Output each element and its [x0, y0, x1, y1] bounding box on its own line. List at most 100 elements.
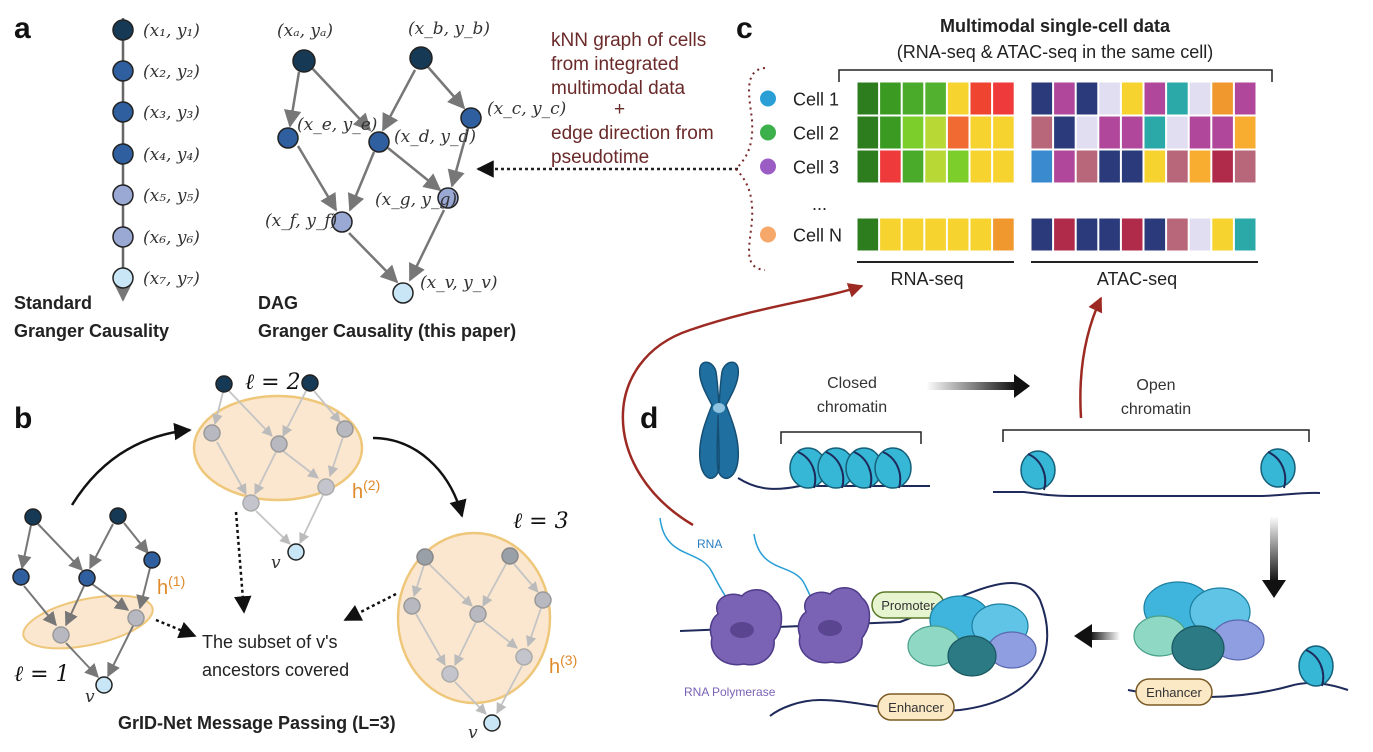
pointer-from-h2	[234, 511, 252, 614]
closed-chromatin-line-1: Closed	[827, 375, 877, 392]
open-nucleosome-right	[1260, 448, 1296, 489]
atac-cell-block	[1211, 115, 1234, 150]
atac-cell-block	[1053, 115, 1076, 150]
panel-b: b h(1) ℓ =	[12, 370, 577, 743]
knn-note-line-1: kNN graph of cells	[551, 30, 706, 51]
rna-cell-block	[879, 81, 902, 116]
rna-cell-block	[992, 149, 1015, 184]
rna-cell-block	[924, 81, 947, 116]
atac-cell-block	[1030, 217, 1054, 252]
rna-cell-block	[901, 217, 925, 252]
rna-cell-block	[856, 149, 880, 184]
atac-cell-block	[1120, 81, 1144, 116]
bound-nucleosome	[1298, 645, 1334, 687]
layer-1-graph: h(1) ℓ = 1 v	[12, 507, 185, 707]
l3-v-label: v	[468, 723, 478, 743]
h3-label: h(3)	[549, 652, 577, 678]
promoter-tag: Promoter	[871, 591, 945, 619]
l1-node-e	[12, 568, 30, 586]
atac-cell-block	[1053, 81, 1076, 116]
promoter-label: Promoter	[881, 598, 935, 613]
rna-cell-block	[946, 217, 970, 252]
h1-label: h(1)	[157, 573, 185, 599]
open-chromatin-line-1: Open	[1136, 377, 1175, 394]
atac-cell-block	[1143, 149, 1167, 184]
atac-cell-block	[1075, 81, 1099, 116]
rna-cell-block	[879, 115, 902, 150]
cell-label: Cell 3	[793, 158, 839, 178]
enhancer-tag-right: Enhancer	[1135, 678, 1213, 706]
dag-node-f	[331, 211, 353, 233]
open-to-atacseq-arrow	[1079, 296, 1103, 419]
atac-cell-block	[1098, 217, 1121, 252]
closed-bracket	[780, 431, 922, 444]
rna-cell-block	[992, 217, 1015, 252]
atac-cell-block	[1211, 81, 1234, 116]
cell-dot-icon	[758, 122, 778, 143]
chain-node-7	[112, 267, 134, 289]
atac-cell-block	[1143, 217, 1167, 252]
atac-cell-block	[1188, 115, 1212, 150]
dag-caption-line-1: DAG	[258, 293, 298, 313]
chain-node-6	[112, 226, 134, 248]
atac-cell-block	[1188, 81, 1212, 116]
atac-cell-block	[1166, 115, 1189, 150]
layer-1-label: ℓ = 1	[14, 662, 70, 687]
rna-cell-block	[901, 149, 925, 184]
rna-polymerase-label: RNA Polymerase	[684, 685, 776, 699]
cells-top-bracket	[838, 69, 1273, 82]
l2-node-f	[242, 494, 260, 512]
enhancer-right-label: Enhancer	[1146, 685, 1202, 700]
l3-node-g	[515, 648, 533, 666]
l2-node-g	[317, 478, 335, 496]
layer-2-graph: ℓ = 2 h(2) v	[192, 370, 380, 573]
rna-cell-block	[946, 115, 970, 150]
pointer-from-h1	[155, 618, 197, 639]
rna-cell-block	[992, 81, 1015, 116]
panel-c-title: Multimodal single-cell data	[940, 16, 1171, 36]
atac-cell-block	[1053, 149, 1076, 184]
atac-cell-block	[1030, 115, 1054, 150]
chain-node-1	[112, 19, 134, 41]
atac-cell-block	[1233, 217, 1257, 252]
dag-granger-graph: (xₐ, yₐ) (x_b, y_b) (x_c, y_c) (x_d, y_d…	[258, 19, 566, 341]
cell-row-1: Cell 1	[758, 81, 1257, 116]
chain-label-7: (x₇, y₇)	[143, 269, 200, 289]
l1-node-f	[52, 626, 70, 644]
layer-3-graph: ℓ = 3 h(3) v	[396, 509, 577, 743]
knn-brace	[734, 67, 766, 271]
cell-label: Cell N	[793, 226, 842, 246]
chain-label-3: (x₃, y₃)	[143, 103, 200, 123]
rna-cell-block	[969, 149, 993, 184]
rna-to-rnaseq-arrow	[621, 283, 864, 527]
cell-label: Cell 1	[793, 90, 839, 110]
bound-tf-complex	[1133, 581, 1265, 671]
dag-label-e: (x_e, y_e)	[297, 115, 377, 135]
knn-note-line-5: pseudotime	[551, 147, 649, 168]
atac-cell-block	[1098, 149, 1121, 184]
arrow-layer-1-to-2	[70, 422, 192, 506]
open-bracket	[1002, 429, 1310, 442]
atac-cell-block	[1075, 149, 1099, 184]
cell-dot-icon	[758, 224, 778, 245]
l3-node-d	[469, 605, 487, 623]
l1-node-d	[78, 569, 96, 587]
l2-node-c	[336, 420, 354, 438]
closed-chromatin-line-2: chromatin	[817, 399, 887, 416]
chain-node-2	[112, 60, 134, 82]
layer-3-label: ℓ = 3	[513, 509, 569, 534]
panel-c-subtitle: (RNA-seq & ATAC-seq in the same cell)	[897, 42, 1213, 62]
dag-node-e	[277, 127, 299, 149]
dag-node-a	[292, 49, 316, 73]
knn-note: kNN graph of cells from integrated multi…	[476, 30, 766, 271]
rna-seq-label: RNA-seq	[890, 269, 963, 289]
atac-cell-block	[1211, 217, 1234, 252]
atac-cell-block	[1166, 217, 1189, 252]
panel-d: d Closed chromatin	[621, 283, 1349, 721]
atac-cell-block	[1188, 149, 1212, 184]
cell-dot-icon	[758, 156, 778, 177]
rna-cell-block	[856, 81, 880, 116]
panel-b-letter: b	[14, 402, 32, 435]
panel-a-letter: a	[14, 12, 31, 45]
